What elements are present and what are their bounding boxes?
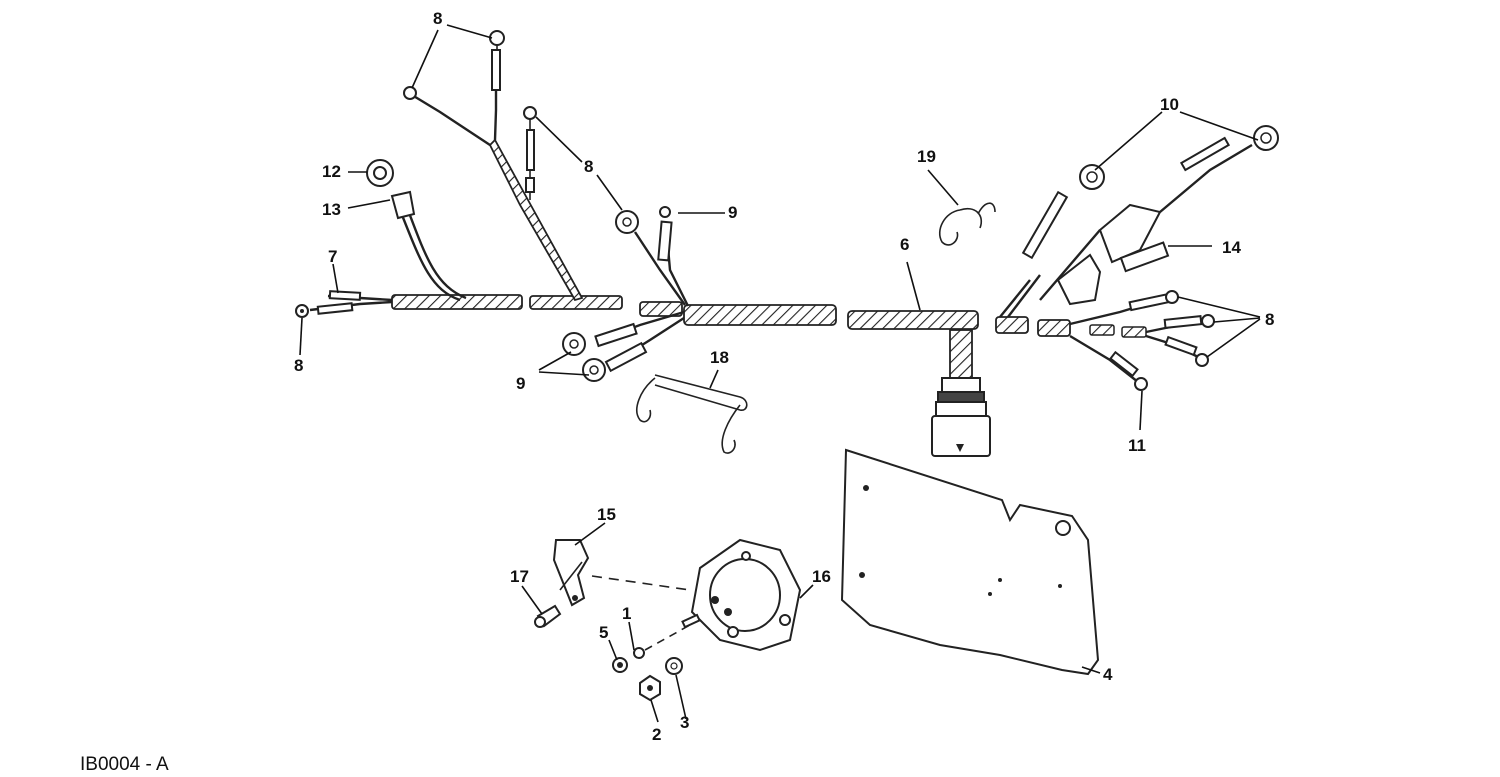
- callout-9: 9: [516, 374, 525, 393]
- callout-15: 15: [597, 505, 616, 524]
- callout-2: 2: [652, 725, 661, 744]
- leader-lines: [299, 24, 1261, 723]
- callout-5: 5: [599, 623, 608, 642]
- callout-1: 1: [622, 604, 631, 623]
- junction-wires: [562, 206, 690, 382]
- callout-19: 19: [917, 147, 936, 166]
- callout-4: 4: [1103, 665, 1113, 684]
- spring-clip-19: [938, 202, 996, 246]
- figure-code: IB0004 - A: [80, 754, 169, 775]
- harness-connector: [931, 377, 991, 457]
- hardware-nuts-washers: [612, 647, 683, 702]
- upper-left-branch: [403, 30, 584, 302]
- callout-8: 8: [294, 356, 303, 375]
- callout-labels: 8 8 9 9 12 13 7 8 18 19 6 10 14 8 11 15 …: [294, 9, 1274, 744]
- wire-clip-18: [636, 374, 748, 454]
- callout-17: 17: [510, 567, 529, 586]
- harness-trunk: [391, 294, 1147, 379]
- callout-8: 8: [1265, 310, 1274, 329]
- switch-16: [591, 538, 802, 652]
- callout-13: 13: [322, 200, 341, 219]
- callout-10: 10: [1160, 95, 1179, 114]
- right-branch-wires: [999, 125, 1279, 391]
- callout-14: 14: [1222, 238, 1241, 257]
- ground-terminal-12-13: [366, 159, 467, 302]
- callout-3: 3: [680, 713, 689, 732]
- callout-7: 7: [328, 247, 337, 266]
- callout-11: 11: [1128, 436, 1146, 455]
- callout-16: 16: [812, 567, 831, 586]
- callout-18: 18: [710, 348, 729, 367]
- callout-9: 9: [728, 203, 737, 222]
- callout-8: 8: [584, 157, 593, 176]
- left-wire-ends: [295, 290, 393, 318]
- callout-8: 8: [433, 9, 442, 28]
- clamp-15-screw-17: [534, 539, 590, 628]
- mounting-plate-4: [840, 448, 1100, 676]
- callout-12: 12: [322, 162, 341, 181]
- callout-6: 6: [900, 235, 909, 254]
